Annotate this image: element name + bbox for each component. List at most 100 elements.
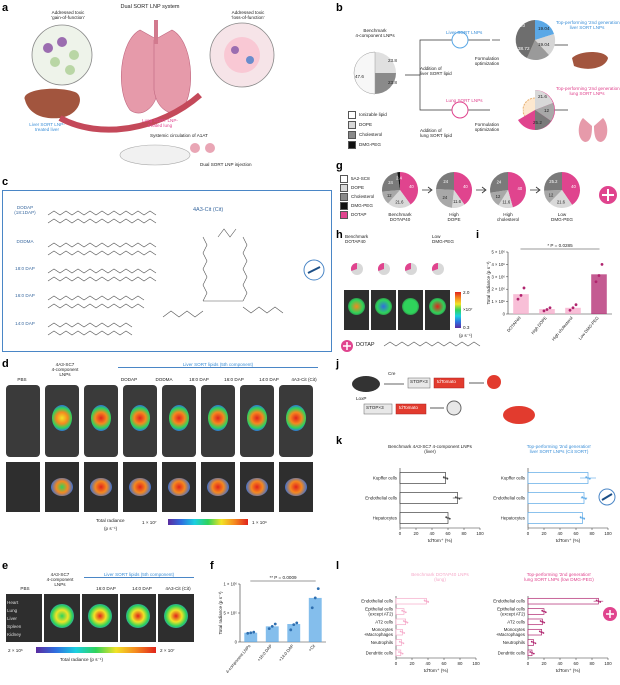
pie-value: 21.6: [395, 199, 404, 204]
h-scale-min: 0.3: [463, 325, 470, 330]
category-label: Endothelial cells: [361, 599, 394, 604]
d-mouse-image: [279, 385, 313, 457]
x-tick-label: Low DMG-PEG: [577, 315, 599, 340]
data-point: [542, 309, 546, 313]
b-lung-pie: [518, 90, 555, 130]
data-point: [447, 517, 449, 519]
e-organ-heat: [126, 604, 150, 628]
data-point: [399, 630, 402, 633]
panel-label-l: l: [336, 560, 340, 572]
y-tick-label: 5 × 10⁶: [492, 250, 506, 255]
data-point: [403, 632, 406, 634]
d-organ-image: [162, 462, 196, 512]
panel-label-g: g: [336, 160, 343, 172]
g-pie-label: Low DMG-PEG: [551, 212, 573, 223]
e-pbs: PBS: [20, 586, 30, 591]
g-arrow: [422, 186, 433, 194]
d-radiance-units: (p s⁻¹): [104, 526, 118, 531]
e-organ-label: Lung: [7, 608, 18, 613]
e-organ-image: [82, 594, 118, 642]
e-col-label: 14:0 DAP: [132, 586, 152, 591]
y-tick-label: 1 × 10⁶: [492, 299, 506, 304]
data-point: [543, 610, 545, 613]
h-dotap-structure: [383, 341, 481, 347]
g-legend-3: DMG-PEG: [351, 203, 373, 208]
category-label: Endothelial cells: [365, 496, 398, 501]
b-top-lung: Top-performing '2nd generation' lung SOR…: [556, 86, 620, 97]
data-point: [548, 306, 552, 310]
d-mouse-image: [84, 385, 118, 457]
category-label: Kupffer cells: [373, 476, 398, 481]
d-heat-spot: [169, 405, 189, 431]
pie-value: 21.6: [557, 199, 566, 204]
panel-label-k: k: [336, 435, 343, 447]
x-tick-label: 100: [604, 661, 612, 666]
c-lipid-0: DODAP (18:1DAP): [14, 205, 36, 216]
a-gain-label: Addressed toxic 'gain-of-function': [51, 10, 85, 21]
bar: [395, 628, 403, 636]
d-col-label: 16:0 DAP: [224, 377, 244, 382]
lung-left-shape: [120, 29, 159, 114]
e-radiance-label: Total radiance (p s⁻¹): [60, 657, 104, 662]
data-point: [398, 640, 401, 643]
bar: [513, 294, 529, 314]
j-tdt-label-2: tdTomato: [399, 405, 418, 410]
data-point: [401, 631, 404, 634]
data-point: [519, 294, 523, 297]
d-organ-heat: [51, 478, 73, 496]
a-injection-label: Dual SORT LNP injection: [200, 162, 252, 167]
h-mini-pie: [377, 262, 390, 275]
j-tdt-label-1: tdTomato: [437, 379, 456, 384]
d-organ-image: [84, 462, 118, 512]
pie-slice: [436, 188, 454, 208]
b-benchmark-pie: [353, 51, 396, 95]
j-stop-label-2: STOP×3: [366, 405, 384, 410]
b-liver-pie-2: 19.04: [538, 42, 550, 47]
c-lipid-1: DODMA: [16, 239, 34, 244]
x-tick-label: +Cit: [307, 643, 316, 653]
pie-value: 40: [571, 184, 576, 189]
data-point: [542, 632, 545, 634]
data-point: [594, 280, 598, 284]
d-organ-image: [279, 462, 313, 512]
category-label: Monocytes: [504, 627, 526, 632]
x-tick-label: DOTAP40: [506, 315, 522, 333]
b-add-liver: Addition of liver SORT lipid: [420, 66, 452, 77]
pie-value: 24: [443, 179, 448, 184]
mouse-shape: [119, 144, 191, 166]
b-legend: Ionizable lipid DOPE Cholesterol DMG-PEG: [348, 110, 387, 150]
pie-slice: [400, 172, 418, 205]
e-organ-image: [158, 594, 194, 642]
e-liver-header: Liver SORT lipids (5th component): [84, 572, 194, 579]
pie-value: 11.6: [453, 199, 462, 204]
d-mouse-image: [162, 385, 196, 457]
d-heat-spot: [247, 405, 267, 431]
data-point: [588, 477, 591, 480]
x-tick-label: 40: [558, 661, 563, 666]
category-label: Kupffer cells: [501, 476, 526, 481]
data-point: [532, 641, 535, 644]
x-tick-label: 60: [574, 531, 579, 536]
panel-label-b: b: [336, 2, 343, 14]
data-point: [423, 599, 426, 602]
y-tick-label: 0: [503, 312, 506, 317]
c-structures: [47, 210, 284, 336]
y-tick-label: 3 × 10⁶: [492, 274, 506, 279]
data-point: [543, 621, 546, 624]
e-organ-label: Liver: [7, 616, 17, 621]
pie-slice: [397, 172, 400, 190]
d-col-label: 14:0 DAP: [259, 377, 279, 382]
b-liver-lnps: Liver SORT LNPs: [446, 30, 483, 35]
category-label: +Macrophages: [496, 632, 526, 637]
data-point: [544, 611, 547, 614]
pie-value: 24: [388, 180, 393, 185]
data-point: [545, 308, 549, 311]
j-stop-label-1: STOP×3: [410, 379, 428, 384]
data-point: [398, 651, 400, 653]
e-col-label: 16:0 DAP: [96, 586, 116, 591]
a-liver-label: Liver SORT LNP- treated liver: [29, 122, 65, 133]
x-tick-label: High cholesterol: [551, 315, 574, 341]
g-arrow: [530, 186, 541, 194]
